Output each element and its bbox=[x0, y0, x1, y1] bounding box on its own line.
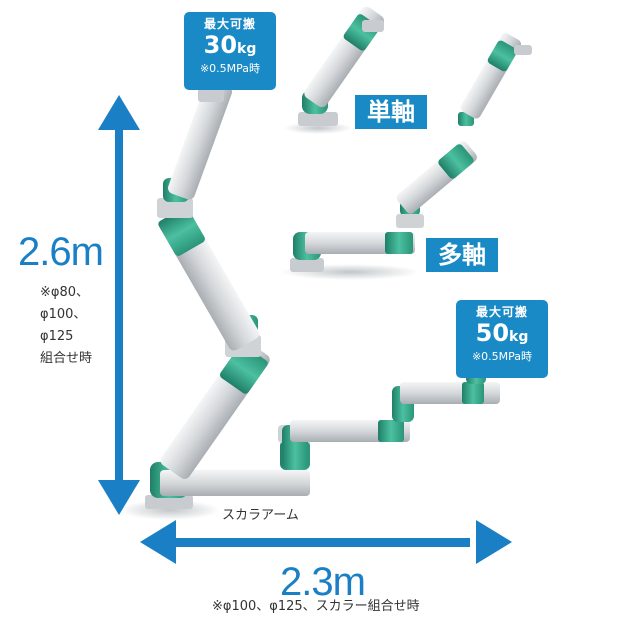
double-arrow-vertical-icon bbox=[98, 95, 140, 515]
badge-number: 30 bbox=[203, 31, 238, 59]
badge-unit: kg bbox=[509, 329, 529, 345]
vertical-note-line: ※φ80、 bbox=[40, 285, 90, 300]
scara-label: スカラアーム bbox=[222, 508, 299, 523]
vertical-note-line: φ100、 bbox=[40, 307, 87, 322]
vertical-note-line: 組合せ時 bbox=[40, 351, 93, 366]
payload-badge-30kg: 最大可搬 30kg ※0.5MPa時 bbox=[184, 12, 276, 90]
payload-badge-50kg: 最大可搬 50kg ※0.5MPa時 bbox=[456, 300, 548, 378]
badge-title: 最大可搬 bbox=[475, 305, 528, 319]
badge-note: ※0.5MPa時 bbox=[199, 62, 261, 75]
double-arrow-horizontal-icon bbox=[140, 520, 512, 564]
badge-value: 50kg bbox=[456, 320, 548, 350]
vertical-note-line: φ125 bbox=[40, 329, 74, 344]
badge-unit: kg bbox=[237, 41, 257, 57]
horizontal-dimension-value: 2.3m bbox=[280, 560, 366, 604]
horizontal-dimension-note: ※φ100、φ125、スカラー組合せ時 bbox=[212, 599, 420, 614]
tag-multi-axis: 多軸 bbox=[426, 238, 498, 272]
vertical-dimension-notes: ※φ80、 φ100、 φ125 組合せ時 bbox=[40, 282, 92, 370]
tag-single-axis: 単軸 bbox=[355, 95, 427, 129]
badge-value: 30kg bbox=[184, 32, 276, 62]
single-axis-arm bbox=[284, 6, 385, 134]
vertical-dimension-value: 2.6m bbox=[18, 230, 104, 274]
badge-title: 最大可搬 bbox=[203, 17, 256, 31]
badge-number: 50 bbox=[475, 319, 510, 347]
badge-note: ※0.5MPa時 bbox=[471, 350, 533, 363]
large-arm bbox=[120, 80, 312, 520]
multi-axis-arm bbox=[280, 33, 532, 280]
